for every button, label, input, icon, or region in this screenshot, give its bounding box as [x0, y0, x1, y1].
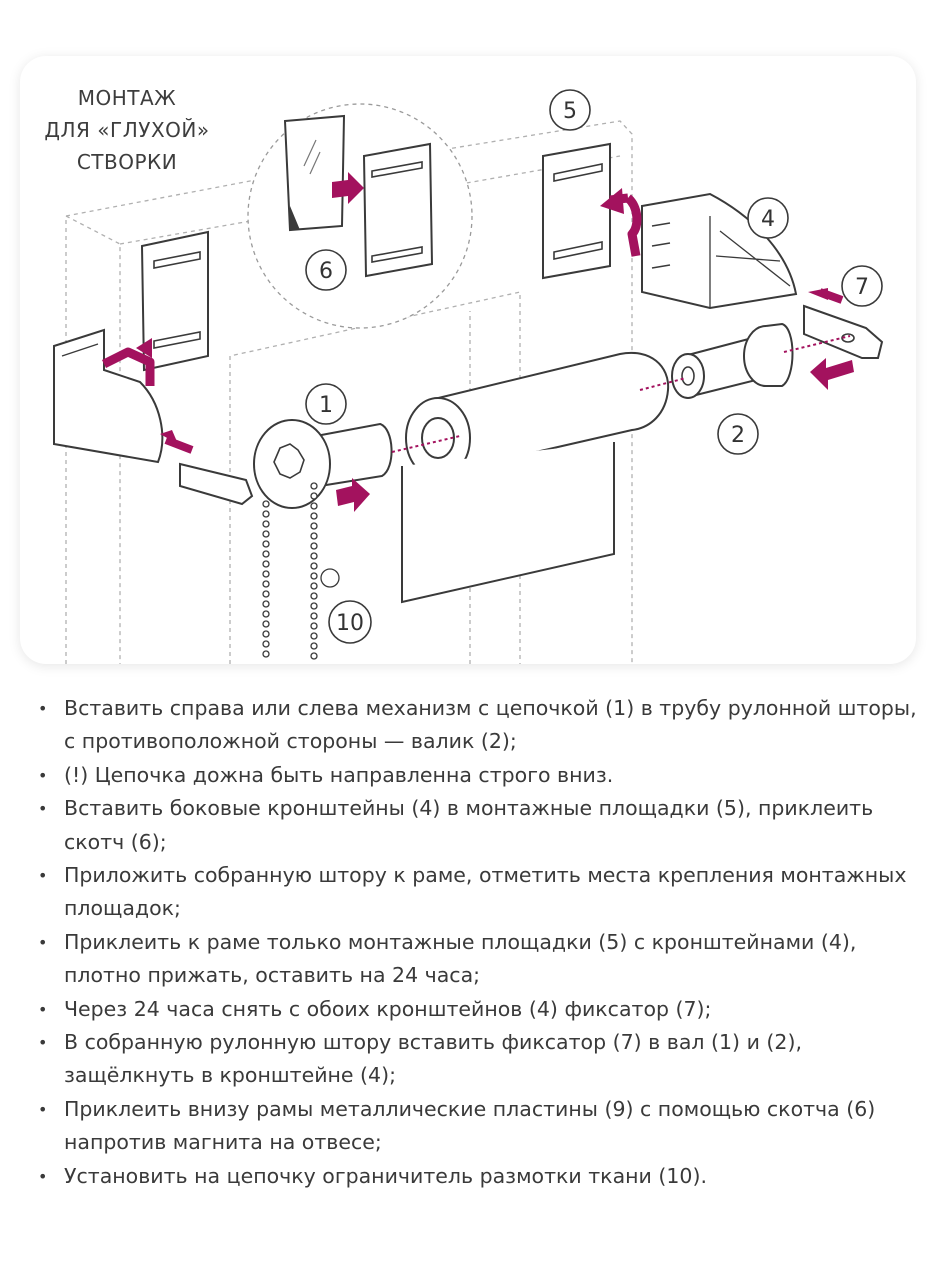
- chain-mechanism: [253, 419, 393, 512]
- roller-plug: [671, 322, 794, 399]
- right-mounting-pad: [542, 142, 611, 280]
- title-line-1: МОНТАЖ: [77, 86, 177, 110]
- assembly-axis: [391, 335, 851, 453]
- assembly-diagram: 1 2 4 5 6 7 10: [53, 89, 884, 664]
- instructions-list: Вставить справа или слева механизм с цеп…: [38, 692, 918, 1194]
- badge-6: 6: [305, 249, 347, 291]
- tape-zoom-circle: [247, 103, 473, 329]
- badge-10-label: 10: [336, 611, 364, 636]
- roller-tube: [401, 351, 670, 604]
- instruction-item-8: Приклеить внизу рамы металлические пласт…: [38, 1093, 918, 1160]
- badge-7-label: 7: [855, 275, 869, 300]
- badge-4-label: 4: [761, 207, 775, 232]
- left-bracket: [53, 328, 254, 506]
- instruction-item-9: Установить на цепочку ограничитель размо…: [38, 1160, 918, 1194]
- badge-5-label: 5: [563, 99, 577, 124]
- instruction-item-4: Приложить собранную штору к раме, отмети…: [38, 859, 918, 926]
- badge-5: 5: [549, 89, 591, 131]
- badge-2: 2: [717, 413, 759, 455]
- instruction-item-1: Вставить справа или слева механизм с цеп…: [38, 692, 918, 759]
- bead-chain: [262, 482, 340, 660]
- instruction-item-7: В собранную рулонную штору вставить фикс…: [38, 1026, 918, 1093]
- instruction-item-5: Приклеить к раме только монтажные площад…: [38, 926, 918, 993]
- diagram-title: МОНТАЖ ДЛЯ «ГЛУХОЙ» СТВОРКИ: [42, 82, 212, 178]
- instruction-item-2: (!) Цепочка дожна быть направленна строг…: [38, 759, 918, 793]
- badge-10: 10: [328, 600, 372, 644]
- title-line-2: ДЛЯ «ГЛУХОЙ»: [44, 118, 210, 142]
- badge-2-label: 2: [731, 423, 745, 448]
- badge-1-label: 1: [319, 393, 333, 418]
- badge-7: 7: [841, 265, 883, 307]
- left-mounting-pad: [140, 230, 209, 372]
- instruction-item-6: Через 24 часа снять с обоих кронштейнов …: [38, 993, 918, 1027]
- badge-4: 4: [747, 197, 789, 239]
- instruction-item-3: Вставить боковые кронштейны (4) в монтаж…: [38, 792, 918, 859]
- right-bracket: [600, 188, 884, 390]
- badge-6-label: 6: [319, 259, 333, 284]
- badge-1: 1: [305, 383, 347, 425]
- diagram-card: МОНТАЖ ДЛЯ «ГЛУХОЙ» СТВОРКИ: [20, 56, 916, 664]
- title-line-3: СТВОРКИ: [76, 150, 178, 174]
